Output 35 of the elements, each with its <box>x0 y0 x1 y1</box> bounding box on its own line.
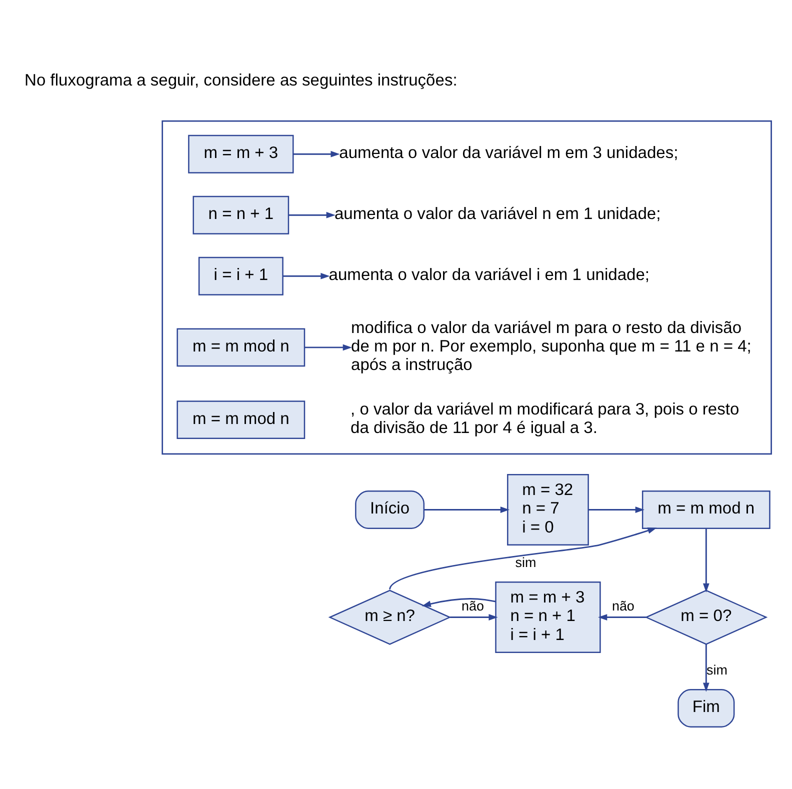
node-box: m = m + 3 <box>188 134 294 173</box>
arrow <box>389 527 657 590</box>
edge-label: não <box>462 598 484 613</box>
node-box: m = m mod n <box>176 400 306 439</box>
node-diamond: m = 0? <box>644 589 768 644</box>
arrow <box>424 506 510 512</box>
node-diamond: m ≥ n? <box>328 589 452 644</box>
arrow <box>283 272 330 279</box>
node-text: aumenta o valor da variável n em 1 unidade; <box>334 204 661 223</box>
arrow <box>450 614 498 620</box>
node-text: modifica o valor da variável m para o resto da divisão de m por n. Por exemplo, suponha que m = 11 e n = 4; após a instrução <box>351 317 752 374</box>
node-box: m = m + 3 n = n + 1 i = i + 1 <box>495 581 601 653</box>
node-box: m = 32 n = 7 i = 0 <box>507 473 589 546</box>
node-box: m = m mod n <box>176 328 306 366</box>
node-box: i = i + 1 <box>198 256 284 295</box>
arrow <box>598 614 646 620</box>
arrow <box>702 528 710 592</box>
node-box: m = m mod n <box>642 490 770 528</box>
node-box: Fim <box>678 688 735 727</box>
label: , o valor da variável m modificará para 3, pois o resto da divisão de 11 por 4 é igual a 3. <box>350 398 740 437</box>
edge-label: não <box>612 598 634 613</box>
node-text: aumenta o valor da variável m em 3 unidades; <box>339 142 678 162</box>
arrow <box>293 150 340 157</box>
arrow <box>288 211 336 218</box>
edge-label: sim <box>515 554 536 570</box>
edge-label: sim <box>706 662 728 678</box>
arrow <box>702 644 710 692</box>
arrow <box>422 598 496 606</box>
node-box: Início <box>355 490 425 528</box>
cluster <box>162 120 772 454</box>
node-text: aumenta o valor da variável i em 1 unidade; <box>328 264 650 284</box>
arrow <box>588 506 644 512</box>
label: No fluxograma a seguir, considere as seguintes instruções: <box>24 70 458 90</box>
node-box: n = n + 1 <box>192 195 290 234</box>
arrow <box>304 344 352 350</box>
